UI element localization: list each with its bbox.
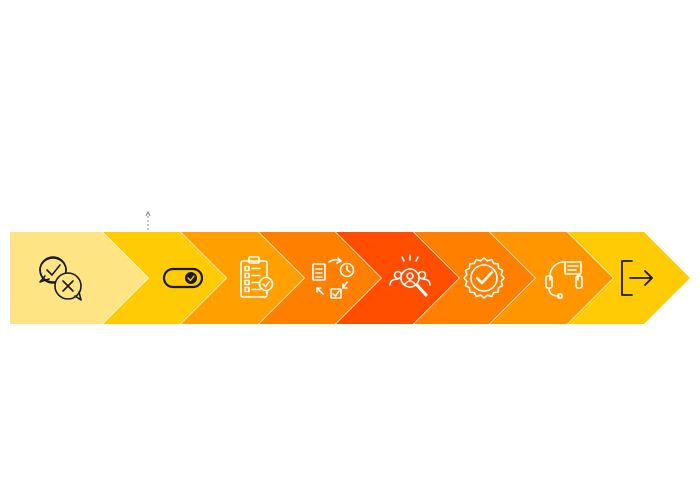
checklist-icon — [240, 256, 274, 298]
exit-icon — [621, 260, 653, 296]
workflow-cycle-icon — [312, 257, 355, 299]
process-step-4 — [259, 232, 381, 324]
toggle-switch-icon — [162, 267, 204, 289]
user-search-icon — [389, 254, 431, 297]
support-headset-icon — [545, 261, 583, 299]
process-step-6 — [414, 232, 535, 324]
dotted-pointer — [145, 210, 151, 230]
process-step-3 — [181, 232, 304, 324]
chat-accept-reject-icon — [39, 256, 82, 301]
verified-badge-icon — [463, 257, 505, 299]
process-step-8 — [568, 232, 690, 324]
